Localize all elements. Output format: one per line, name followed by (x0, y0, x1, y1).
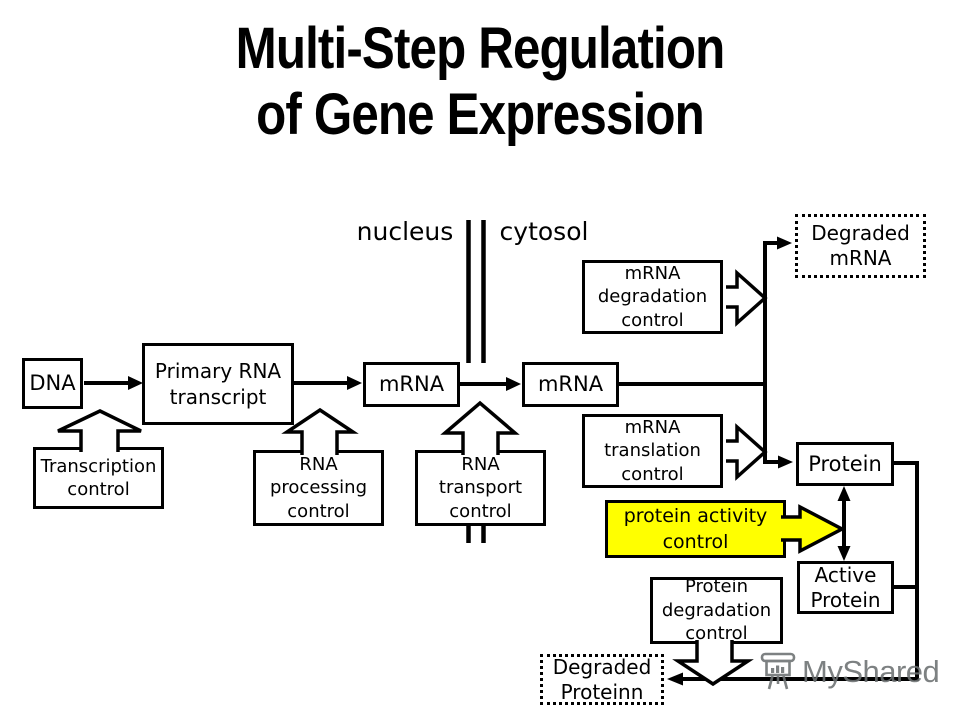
protein-activity-control-box: protein activity control (605, 500, 786, 558)
protein-activity-control-label: protein activity control (623, 505, 768, 553)
mrna-nucleus-label: mRNA (378, 372, 445, 396)
mrna-degradation-control-arrow (726, 269, 768, 327)
watermark: MyShared (760, 651, 940, 693)
protein-degradation-control-label: Protein degradation control (661, 576, 772, 645)
protein-degradation-control-arrow (672, 640, 754, 687)
mrna-degradation-control-label: mRNA degradation control (597, 262, 708, 331)
watermark-text: MyShared (802, 654, 940, 689)
rna-processing-control-box: RNA processing control (253, 450, 384, 526)
active-protein-label: Active Protein (810, 562, 881, 612)
arrow-to-protein (765, 455, 793, 469)
rna-processing-control-label: RNA processing control (269, 453, 367, 522)
degraded-mrna-box: Degraded mRNA (795, 214, 926, 278)
cytosol-label: cytosol (499, 217, 589, 246)
slide-title-line1: Multi-Step Regulation (235, 16, 726, 81)
transcription-control-arrow (57, 409, 142, 452)
transcription-control-label: Transcription control (40, 455, 157, 501)
transcription-control-box: Transcription control (33, 447, 164, 509)
mrna-translation-control-arrow (726, 423, 768, 481)
arrow-to-degraded-mrna (763, 236, 792, 464)
mrna-translation-control-label: mRNA translation control (604, 416, 701, 485)
presentation-screen-icon (760, 652, 796, 690)
protein-activity-control-arrow (781, 504, 846, 554)
degraded-mrna-label: Degraded mRNA (811, 221, 910, 270)
slide-title-line2: of Gene Expression (256, 82, 705, 147)
degraded-protein-box: Degraded Proteinn (540, 654, 664, 705)
primary-rna-transcript-box: Primary RNA transcript (142, 343, 294, 425)
arrow-mrna-export (460, 377, 521, 391)
dna-box-label: DNA (29, 371, 76, 395)
rna-transport-control-arrow (440, 400, 520, 455)
arrow-primary-rna-to-mrna (294, 376, 362, 390)
rna-transport-control-label: RNA transport control (438, 453, 523, 522)
rna-transport-control-box: RNA transport control (415, 450, 546, 526)
active-protein-box: Active Protein (797, 561, 894, 614)
rna-processing-control-arrow (281, 407, 359, 455)
line-protein-to-degradation-path (893, 461, 919, 681)
protein-degradation-control-box: Protein degradation control (650, 576, 783, 645)
primary-rna-transcript-label: Primary RNA transcript (154, 359, 282, 409)
slide-title: Multi-Step Regulation of Gene Expression (72, 16, 888, 148)
dna-box: DNA (22, 358, 83, 409)
protein-box: Protein (796, 442, 894, 486)
mrna-cytosol-box: mRNA (522, 362, 619, 407)
protein-label: Protein (808, 451, 882, 476)
degraded-protein-label: Degraded Proteinn (552, 654, 652, 704)
mrna-nucleus-box: mRNA (363, 362, 460, 407)
mrna-degradation-control-box: mRNA degradation control (582, 260, 723, 334)
arrow-dna-to-primary-rna (84, 376, 143, 390)
mrna-cytosol-label: mRNA (537, 372, 604, 396)
nucleus-label: nucleus (356, 217, 454, 246)
arrow-protein-active-protein (837, 486, 851, 561)
mrna-translation-control-box: mRNA translation control (582, 414, 723, 488)
